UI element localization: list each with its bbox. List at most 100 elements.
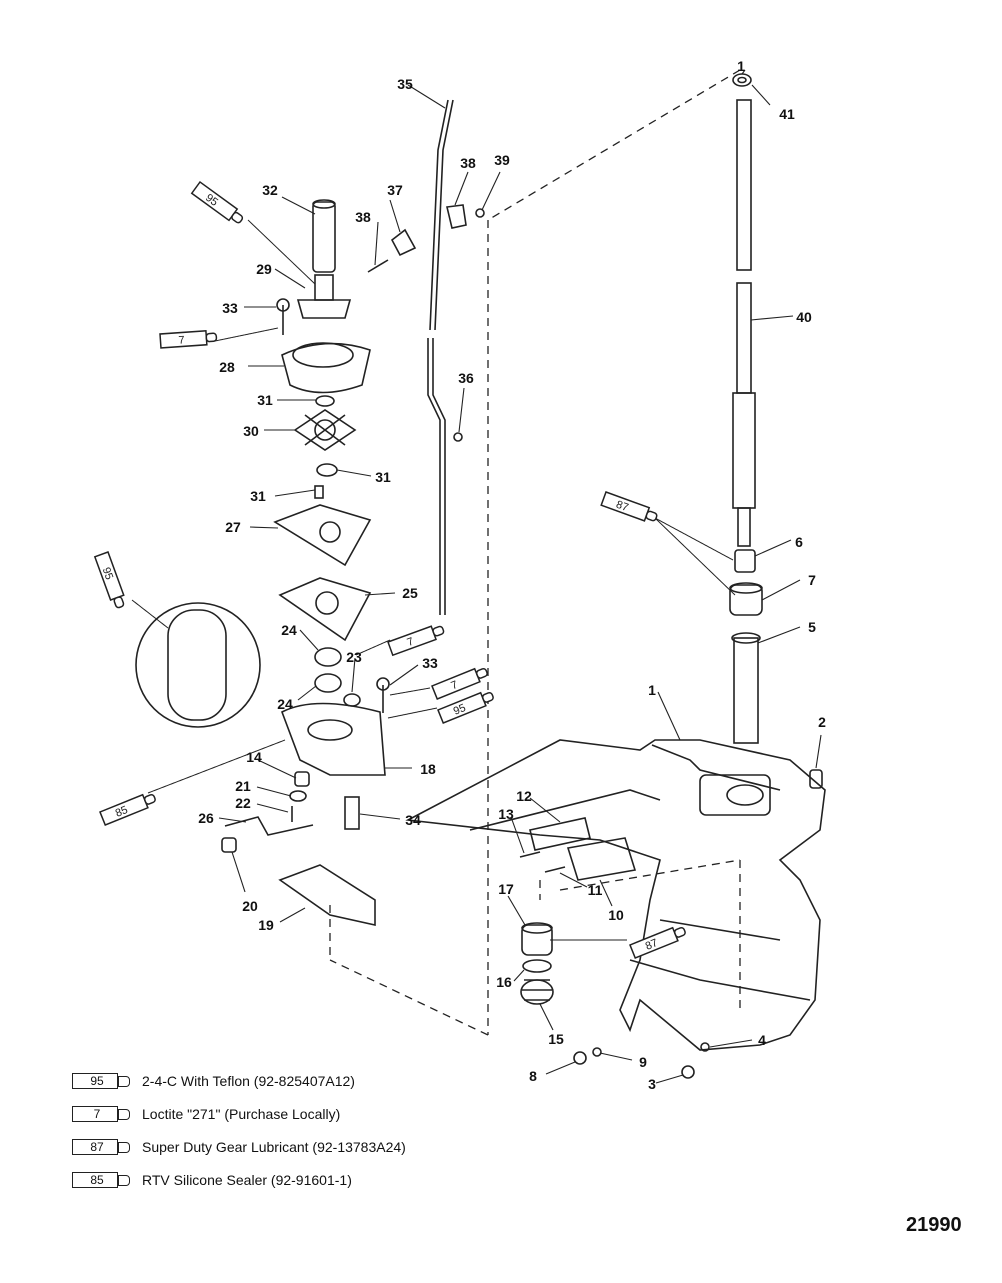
key-31: [314, 485, 324, 499]
seal-24b: [314, 673, 342, 693]
callout-30: 30: [243, 423, 259, 439]
callout-26: 26: [198, 810, 214, 826]
applicator-tube-7c: 7: [431, 667, 488, 700]
tube-code: 85: [114, 804, 130, 820]
callout-18: 18: [420, 761, 436, 777]
tube-code: 87: [614, 499, 630, 514]
callout-11: 11: [587, 882, 603, 898]
pump-housing-28: [281, 342, 371, 394]
tube-code: 95: [203, 192, 220, 209]
bearing-17: [521, 924, 553, 956]
callout-14: 14: [246, 749, 262, 765]
applicator-tube-7a: 7: [159, 329, 218, 349]
callout-8: 8: [529, 1068, 537, 1084]
callout-31: 31: [375, 469, 391, 485]
callout-5: 5: [808, 619, 816, 635]
callout-13: 13: [498, 806, 514, 822]
callout-24: 24: [277, 696, 293, 712]
plate-12: [529, 817, 591, 851]
applicator-tube-95c: 95: [437, 691, 494, 724]
legend-code: 87: [90, 1140, 104, 1154]
grommet-21: [289, 790, 307, 802]
legend-text: Super Duty Gear Lubricant (92-13783A24): [142, 1139, 406, 1155]
legend-row-95: 95 2-4-C With Teflon (92-825407A12): [72, 1070, 355, 1092]
callout-10: 10: [608, 907, 624, 923]
legend-row-87: 87 Super Duty Gear Lubricant (92-13783A2…: [72, 1136, 406, 1158]
callout-33: 33: [422, 655, 438, 671]
grommet-14: [294, 771, 310, 787]
callout-20: 20: [242, 898, 258, 914]
tube-code: 95: [452, 702, 468, 718]
callout-16: 16: [496, 974, 512, 990]
dowel-2: [809, 769, 823, 789]
callout-6: 6: [795, 534, 803, 550]
gasket-19: [278, 864, 376, 926]
legend-code: 95: [90, 1074, 104, 1088]
callout-31: 31: [250, 488, 266, 504]
legend-row-7: 7 Loctite "271" (Purchase Locally): [72, 1103, 340, 1125]
sleeve-5: [733, 637, 759, 744]
washer-41: [732, 73, 752, 87]
callout-38: 38: [460, 155, 476, 171]
callout-31: 31: [257, 392, 273, 408]
applicator-lines: [131, 219, 736, 941]
pump-base-18: [281, 702, 386, 776]
legend-text: 2-4-C With Teflon (92-825407A12): [142, 1073, 355, 1089]
bushing-6: [734, 549, 756, 573]
grommet-20: [221, 837, 237, 853]
nut-23: [343, 693, 361, 707]
callout-1: 1: [648, 682, 656, 698]
callout-41: 41: [779, 106, 795, 122]
impeller-30: [293, 409, 357, 451]
leader-lines: [218, 69, 822, 1084]
applicator-tube-icon: 95: [72, 1072, 134, 1090]
alignment-lines: [329, 69, 741, 1036]
tube-code: 87: [644, 937, 660, 953]
applicator-tube-87b: 87: [629, 926, 686, 959]
plate-10: [566, 837, 637, 881]
applicator-tube-95a: 95: [190, 180, 244, 224]
tube-26: [224, 816, 314, 836]
callout-39: 39: [494, 152, 510, 168]
callout-40: 40: [796, 309, 812, 325]
callout-12: 12: [516, 788, 532, 804]
plate-27: [273, 504, 372, 567]
grommet-29: [296, 299, 352, 319]
callout-24: 24: [281, 622, 297, 638]
legend-code: 85: [90, 1173, 104, 1187]
callout-1: 1: [737, 58, 745, 74]
callout-23: 23: [346, 649, 362, 665]
applicator-tube-85: 85: [99, 793, 156, 826]
callout-3: 3: [648, 1076, 656, 1092]
applicator-tube-87a: 87: [600, 491, 658, 522]
clip-34: [344, 796, 360, 830]
callout-33: 33: [222, 300, 238, 316]
callout-34: 34: [405, 812, 421, 828]
figure-number: 21990: [906, 1214, 962, 1236]
callout-37: 37: [387, 182, 403, 198]
tube-code: 95: [100, 566, 115, 582]
washer-9: [592, 1047, 602, 1057]
legend-text: Loctite "271" (Purchase Locally): [142, 1106, 341, 1122]
callout-15: 15: [548, 1031, 564, 1047]
clip-36: [453, 432, 463, 442]
gasket-25: [278, 577, 372, 642]
applicator-tube-icon: 85: [72, 1171, 134, 1189]
callout-27: 27: [225, 519, 241, 535]
callout-7: 7: [808, 572, 816, 588]
callout-32: 32: [262, 182, 278, 198]
washer-16: [522, 959, 552, 973]
applicator-tube-icon: 7: [72, 1105, 134, 1123]
tube-32: [312, 201, 336, 273]
clip-38a: [446, 204, 467, 229]
shift-shaft: [427, 99, 449, 615]
seal-detail-circle: [135, 602, 261, 728]
callout-25: 25: [402, 585, 418, 601]
seal-24a: [314, 647, 342, 667]
applicator-tube-icon: 87: [72, 1138, 134, 1156]
callout-21: 21: [235, 778, 251, 794]
tube-code: 7: [449, 679, 459, 692]
callout-19: 19: [258, 917, 274, 933]
driveshaft-upper: [736, 99, 752, 271]
